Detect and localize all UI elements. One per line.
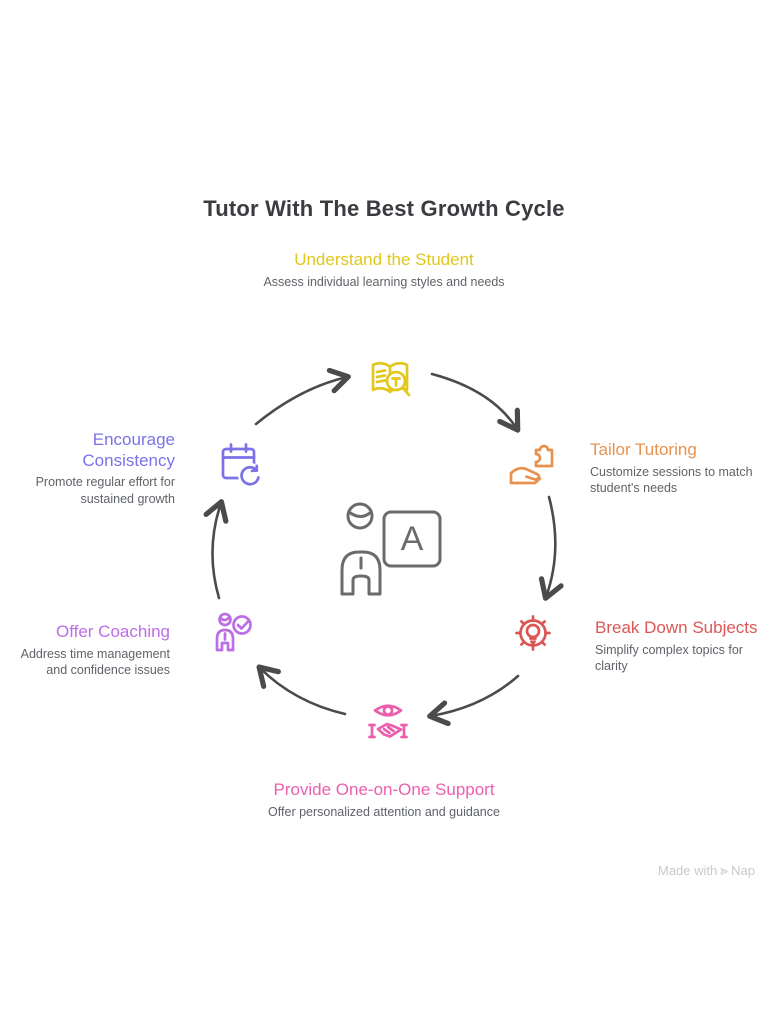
board-letter: A	[401, 520, 424, 558]
step-description: Simplify complex topics for clarity	[595, 642, 743, 673]
teacher-board-icon: A	[328, 496, 448, 596]
step-description: Offer personalized attention and guidanc…	[268, 804, 500, 819]
napkin-logo-icon: ⪢	[720, 862, 729, 878]
step-encourage-consistency: Encourage Consistency Promote regular ef…	[15, 430, 175, 507]
arrow-right-to-lower-right	[538, 495, 564, 601]
step-provide-one-on-one-support: Provide One-on-One Support Offer persona…	[264, 780, 504, 820]
arrow-lower-right-to-bottom	[427, 674, 520, 727]
gear-lightbulb-icon	[505, 606, 561, 662]
person-check-icon	[205, 606, 261, 662]
book-search-icon	[362, 352, 418, 408]
watermark-text: Made with	[658, 863, 718, 878]
step-description: Customize sessions to match student's ne…	[590, 464, 753, 495]
step-title: Understand the Student	[294, 250, 474, 269]
eye-handshake-icon	[360, 696, 416, 752]
arrow-top-to-right	[430, 372, 521, 433]
arrow-bottom-to-lower-left	[256, 664, 347, 716]
step-break-down-subjects: Break Down Subjects Simplify complex top…	[595, 618, 760, 674]
step-description: Promote regular effort for sustained gro…	[35, 475, 175, 506]
arrow-lower-left-to-upper-left	[203, 499, 229, 600]
step-title: Tailor Tutoring	[590, 440, 697, 459]
step-title: Offer Coaching	[55, 622, 170, 641]
watermark-brand: Nap	[731, 863, 756, 878]
step-title: Break Down Subjects	[595, 618, 758, 637]
step-offer-coaching: Offer Coaching Address time management a…	[0, 622, 170, 678]
step-title: Provide One-on-One Support	[273, 780, 495, 799]
step-description: Assess individual learning styles and ne…	[263, 274, 505, 289]
calendar-refresh-icon	[212, 436, 268, 492]
step-understand-the-student: Understand the Student Assess individual…	[254, 250, 514, 290]
arrow-upper-left-to-top	[254, 367, 351, 426]
step-tailor-tutoring: Tailor Tutoring Customize sessions to ma…	[590, 440, 760, 496]
hand-puzzle-icon	[502, 436, 558, 492]
page-title: Tutor With The Best Growth Cycle	[203, 196, 565, 221]
step-description: Address time management and confidence i…	[20, 646, 170, 677]
watermark: Made with⪢Nap	[658, 862, 755, 879]
step-title: Encourage Consistency	[82, 430, 175, 470]
